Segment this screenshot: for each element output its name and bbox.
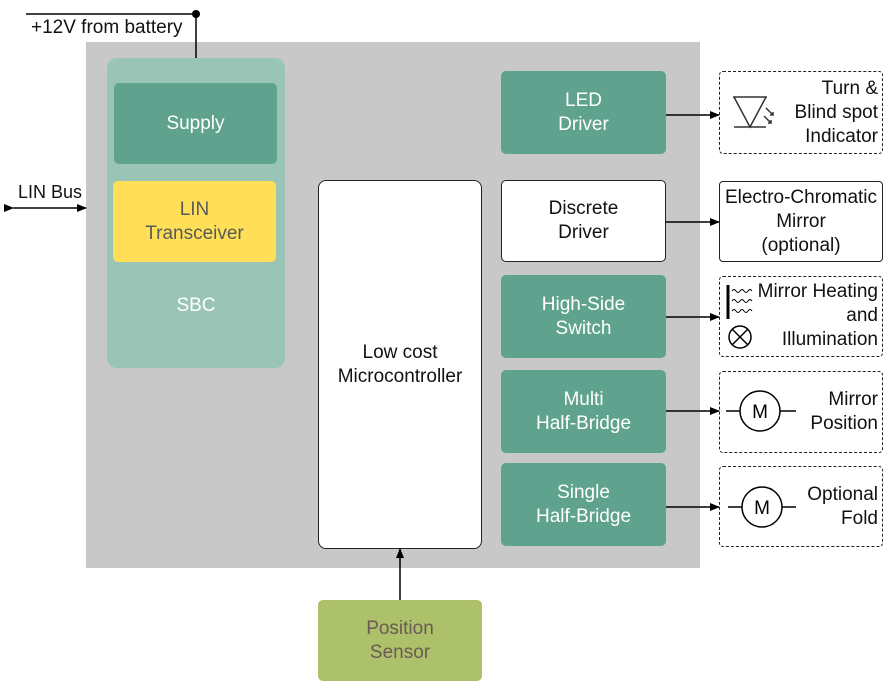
motor-icon xyxy=(726,390,796,432)
position-sensor-block: Position Sensor xyxy=(318,600,482,681)
multi-half-bridge-block: Multi Half-Bridge xyxy=(501,370,666,453)
led-driver-line1: LED xyxy=(565,89,602,111)
motor-symbol: M xyxy=(754,498,770,519)
power-line xyxy=(26,10,200,58)
microcontroller-block: Low cost Microcontroller xyxy=(318,180,482,549)
microcontroller-line2: Microcontroller xyxy=(337,365,463,387)
discrete-driver-line1: Discrete xyxy=(548,198,619,219)
lin-bus-label: LIN Bus xyxy=(18,182,83,202)
microcontroller-line1: Low cost xyxy=(362,341,438,363)
high-side-switch-line2: Switch xyxy=(555,317,612,339)
position-sensor-line1: Position xyxy=(366,617,434,639)
single-half-bridge-line1: Single xyxy=(557,481,610,503)
led-driver-line2: Driver xyxy=(558,113,609,135)
lin-transceiver-line2: Transceiver xyxy=(145,222,244,244)
high-side-switch-line1: High-Side xyxy=(541,293,626,315)
led-icon xyxy=(733,96,774,129)
supply-label: Supply xyxy=(166,112,225,134)
discrete-driver-block: Discrete Driver xyxy=(501,180,666,262)
heater-lamp-icon xyxy=(726,285,753,349)
single-half-bridge-line2: Half-Bridge xyxy=(535,505,632,527)
position-sensor-line2: Sensor xyxy=(369,641,431,663)
high-side-switch-block: High-Side Switch xyxy=(501,275,666,358)
lin-transceiver-line1: LIN xyxy=(179,198,210,220)
single-half-bridge-block: Single Half-Bridge xyxy=(501,463,666,546)
led-driver-block: LED Driver xyxy=(501,71,666,154)
multi-half-bridge-line2: Half-Bridge xyxy=(535,412,632,434)
supply-block: Supply xyxy=(114,83,277,164)
lin-transceiver-block: LIN Transceiver xyxy=(113,181,276,262)
junction-dot xyxy=(192,10,200,18)
motor-icon xyxy=(728,486,796,528)
multi-half-bridge-line1: Multi xyxy=(563,388,604,410)
discrete-driver-line2: Driver xyxy=(558,222,609,243)
sbc-label-text: SBC xyxy=(176,295,216,316)
sbc-label: SBC xyxy=(107,293,285,319)
power-label: +12V from battery xyxy=(31,17,183,38)
motor-symbol: M xyxy=(752,402,768,423)
